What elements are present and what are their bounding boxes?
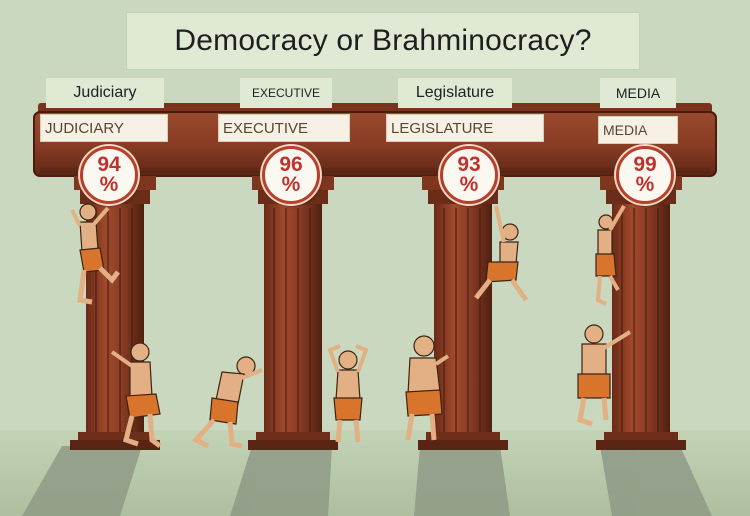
title-box: Democracy or Brahminocracy? — [126, 12, 640, 70]
percent-badge-judiciary: 94 % — [80, 146, 138, 204]
percent-sign-judiciary: % — [99, 173, 119, 196]
percent-sign-legislature: % — [459, 173, 479, 196]
entablature — [33, 103, 717, 177]
figure-climber-6 — [577, 324, 632, 427]
figure-bystander — [327, 344, 369, 443]
percent-badge-executive: 96 % — [262, 146, 320, 204]
bar-label-legislature-text: LEGISLATURE — [391, 119, 494, 137]
percent-sign-executive: % — [281, 173, 301, 196]
top-label-executive: EXECUTIVE — [240, 78, 332, 108]
top-label-legislature-text: Legislature — [415, 84, 495, 101]
bar-label-executive-text: EXECUTIVE — [223, 119, 309, 137]
bar-label-legislature: LEGISLATURE — [386, 114, 544, 142]
top-label-media: MEDIA — [600, 78, 676, 108]
figure-climber-5 — [595, 204, 626, 306]
bar-label-judiciary: JUDICIARY — [40, 114, 168, 142]
top-label-judiciary-text: Judiciary — [73, 84, 137, 101]
pillar-executive — [248, 176, 338, 450]
top-label-executive-text: EXECUTIVE — [251, 86, 320, 100]
bar-label-media: MEDIA — [598, 116, 678, 144]
top-label-legislature: Legislature — [398, 78, 512, 108]
figure-pusher — [191, 356, 263, 449]
figure-climber-3 — [474, 205, 529, 302]
figures — [70, 203, 632, 449]
pillar-shadows — [22, 446, 712, 516]
pillar-columns — [70, 176, 686, 450]
percent-value-judiciary: 94 — [97, 153, 121, 176]
top-label-judiciary: Judiciary — [46, 78, 164, 108]
top-label-media-text: MEDIA — [615, 85, 661, 101]
percent-sign-media: % — [635, 173, 655, 196]
bar-label-judiciary-text: JUDICIARY — [45, 119, 124, 137]
percent-badge-legislature: 93 % — [440, 146, 498, 204]
pillar-media — [596, 176, 686, 450]
percent-value-executive: 96 — [279, 153, 303, 176]
percent-badge-media: 99 % — [616, 146, 674, 204]
percent-value-media: 99 — [633, 153, 657, 176]
figure-climber-1 — [70, 203, 120, 305]
page-title: Democracy or Brahminocracy? — [174, 24, 592, 57]
figure-climber-4 — [405, 335, 450, 441]
figure-climber-2 — [110, 342, 162, 448]
percent-value-legislature: 93 — [457, 153, 481, 176]
bar-label-executive: EXECUTIVE — [218, 114, 350, 142]
bar-label-media-text: MEDIA — [603, 122, 648, 138]
